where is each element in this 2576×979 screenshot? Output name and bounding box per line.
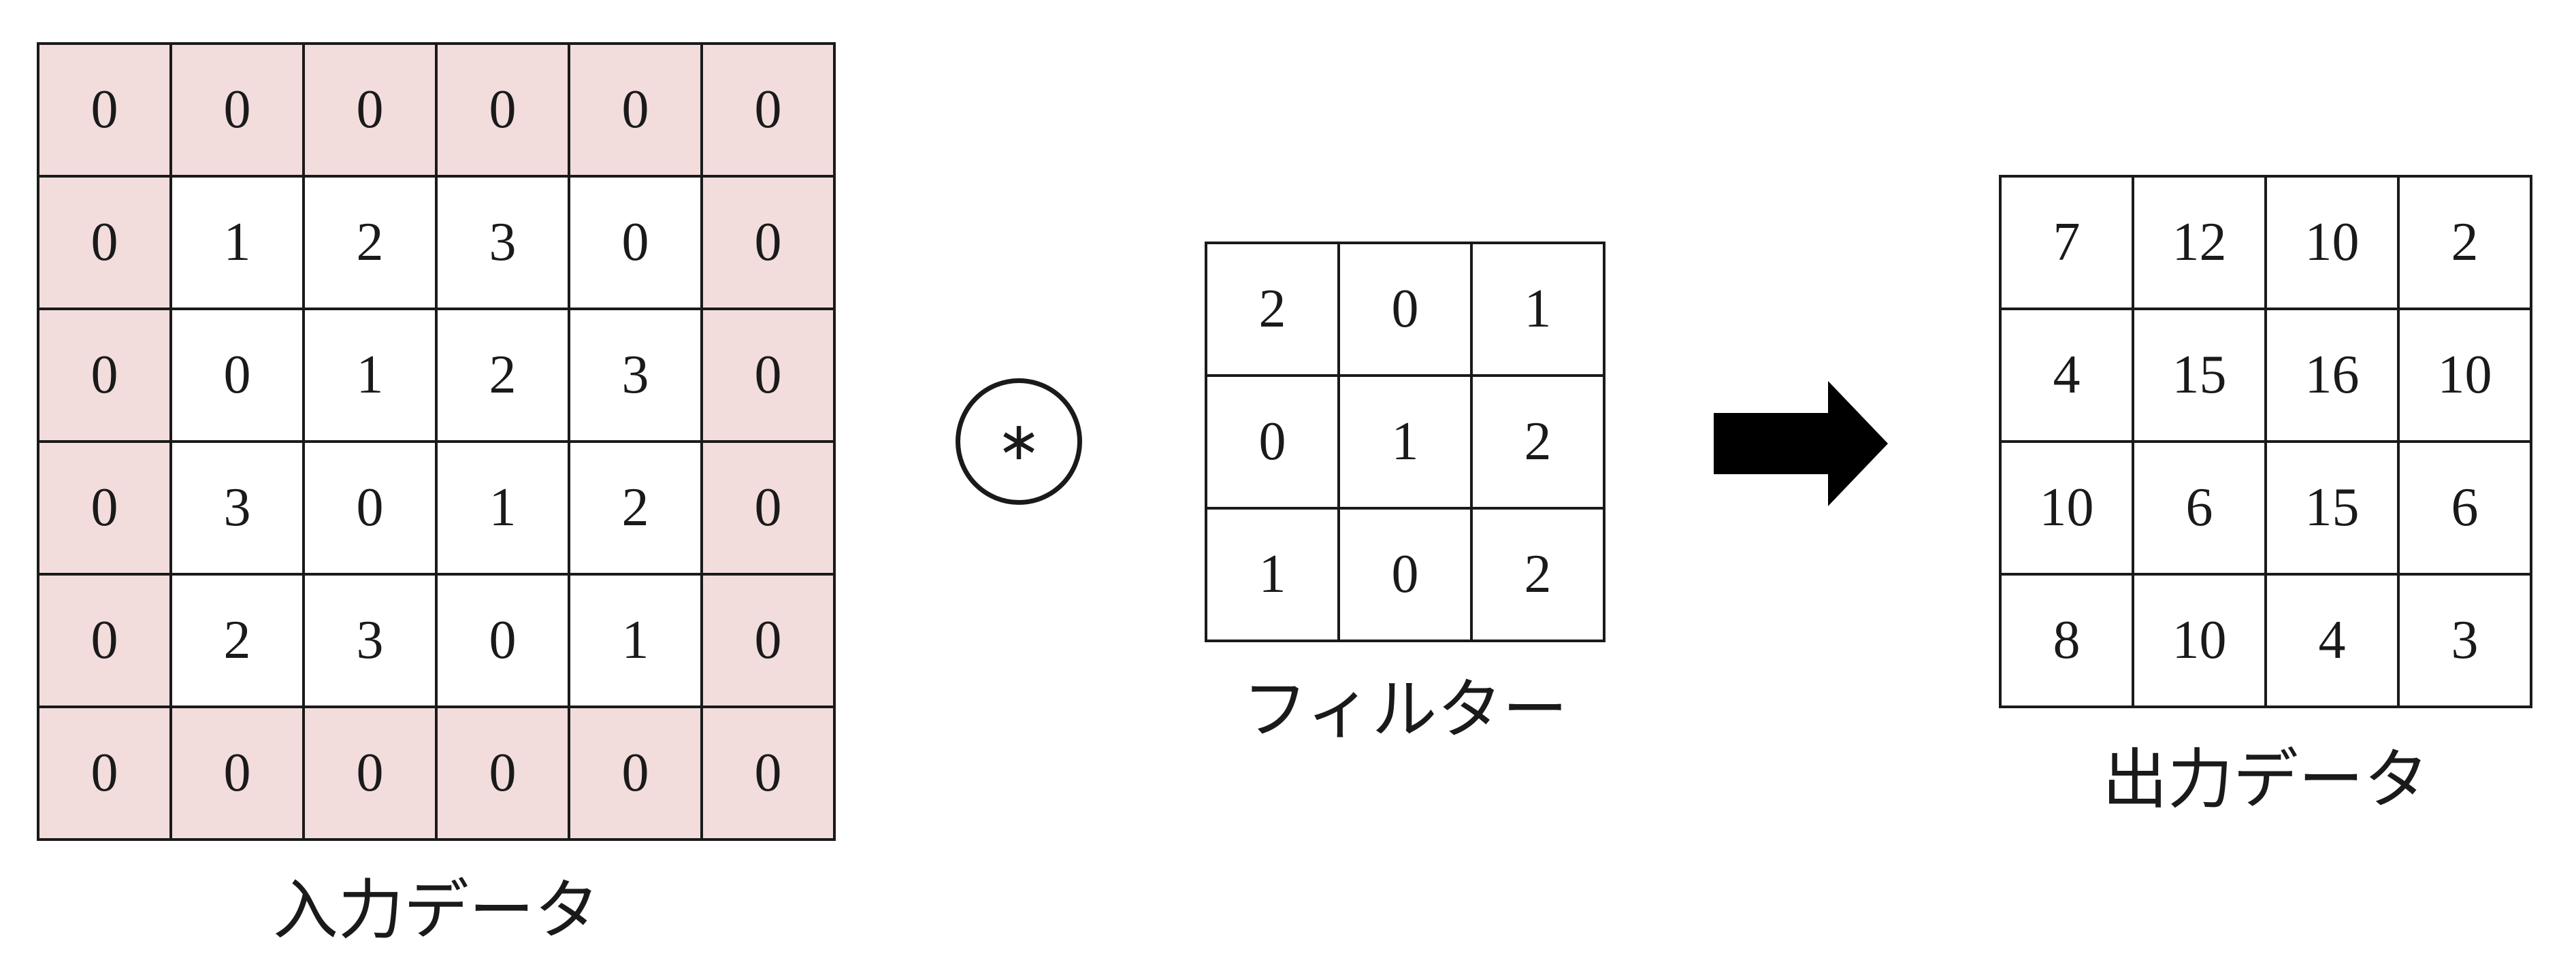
output-data-caption: 出力データ: [2102, 742, 2429, 818]
input-padding-cell: 0: [172, 708, 305, 841]
input-padding-cell: 0: [703, 45, 836, 178]
output-cell: 15: [2267, 443, 2400, 576]
input-padding-cell: 0: [570, 708, 703, 841]
input-padding-cell: 0: [39, 178, 172, 310]
output-cell: 6: [2134, 443, 2267, 576]
input-cell: 1: [305, 310, 438, 443]
input-cell: 0: [438, 576, 570, 708]
filter-cell: 0: [1340, 244, 1473, 377]
filter-cell: 1: [1207, 510, 1340, 642]
output-cell: 3: [2400, 576, 2532, 708]
input-cell: 2: [305, 178, 438, 310]
convolution-operator-icon: ∗: [956, 378, 1082, 505]
input-padding-cell: 0: [703, 576, 836, 708]
input-cell: 1: [438, 443, 570, 576]
input-padding-cell: 0: [172, 45, 305, 178]
input-cell: 2: [438, 310, 570, 443]
output-cell: 10: [2400, 310, 2532, 443]
input-cell: 2: [570, 443, 703, 576]
input-cell: 3: [305, 576, 438, 708]
input-cell: 3: [172, 443, 305, 576]
input-padding-cell: 0: [39, 310, 172, 443]
input-cell: 2: [172, 576, 305, 708]
filter-cell: 0: [1207, 377, 1340, 510]
output-cell: 8: [2002, 576, 2134, 708]
input-padding-cell: 0: [438, 708, 570, 841]
right-arrow-icon: [1714, 381, 1888, 506]
filter-cell: 2: [1207, 244, 1340, 377]
filter-cell: 1: [1473, 244, 1605, 377]
output-cell: 16: [2267, 310, 2400, 443]
filter-cell: 0: [1340, 510, 1473, 642]
input-padding-cell: 0: [305, 708, 438, 841]
output-cell: 10: [2002, 443, 2134, 576]
input-cell: 3: [438, 178, 570, 310]
output-cell: 4: [2267, 576, 2400, 708]
input-padding-cell: 0: [39, 443, 172, 576]
input-cell: 0: [570, 178, 703, 310]
input-padding-cell: 0: [39, 708, 172, 841]
output-cell: 15: [2134, 310, 2267, 443]
input-padding-cell: 0: [703, 178, 836, 310]
input-padding-cell: 0: [438, 45, 570, 178]
output-cell: 12: [2134, 178, 2267, 310]
input-padding-cell: 0: [703, 443, 836, 576]
output-cell: 6: [2400, 443, 2532, 576]
filter-caption: フィルター: [1242, 671, 1568, 748]
filter-cell: 2: [1473, 377, 1605, 510]
input-data-caption: 入力データ: [273, 872, 600, 948]
input-cell: 0: [305, 443, 438, 576]
input-cell: 1: [172, 178, 305, 310]
input-cell: 3: [570, 310, 703, 443]
input-padding-cell: 0: [703, 708, 836, 841]
output-cell: 10: [2267, 178, 2400, 310]
input-padding-cell: 0: [39, 45, 172, 178]
output-cell: 10: [2134, 576, 2267, 708]
input-cell: 1: [570, 576, 703, 708]
input-padding-cell: 0: [305, 45, 438, 178]
input-cell: 0: [172, 310, 305, 443]
input-padding-cell: 0: [39, 576, 172, 708]
input-padding-cell: 0: [703, 310, 836, 443]
filter-cell: 2: [1473, 510, 1605, 642]
filter-cell: 1: [1340, 377, 1473, 510]
output-cell: 4: [2002, 310, 2134, 443]
input-padding-cell: 0: [570, 45, 703, 178]
output-cell: 7: [2002, 178, 2134, 310]
output-cell: 2: [2400, 178, 2532, 310]
